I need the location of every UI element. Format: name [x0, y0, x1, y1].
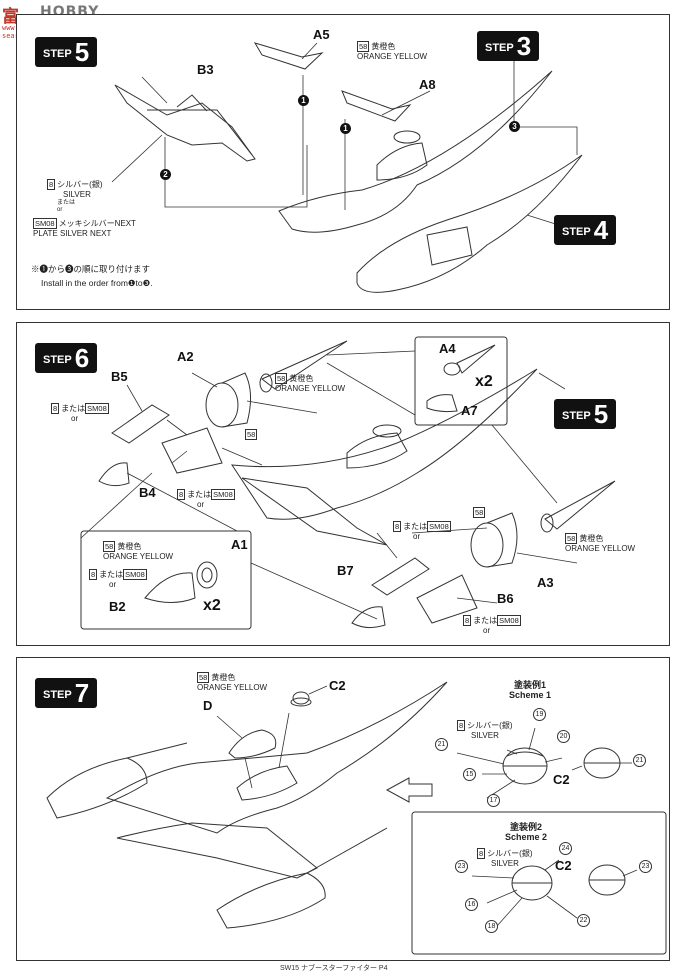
- step-3-badge: STEP 3: [477, 31, 540, 61]
- order-marker-1b: 1: [340, 123, 351, 134]
- part-a2-label: A2: [177, 349, 194, 364]
- scheme-2-title: 塗装例2 Scheme 2: [505, 822, 548, 843]
- step-7-badge: STEP 7: [35, 678, 98, 708]
- part-d-label: D: [203, 698, 213, 713]
- scheme-2-c2-label: C2: [555, 858, 572, 873]
- order-marker-1: 1: [298, 95, 309, 106]
- decal-23-left: 23: [455, 860, 468, 873]
- part-a3-label: A3: [537, 575, 554, 590]
- decal-20: 20: [557, 730, 570, 743]
- qty-x2-a1: x2: [203, 597, 221, 614]
- step-7-diagram: [46, 681, 667, 955]
- page-footer: SW15 ナブースターファイター P4: [280, 965, 388, 972]
- decal-15: 15: [463, 768, 476, 781]
- decal-18: 18: [485, 920, 498, 933]
- a2-code-58: 58: [245, 429, 258, 440]
- decal-22: 22: [577, 914, 590, 927]
- a3-code-58: 58: [473, 507, 486, 518]
- step-6-diagram: [80, 336, 616, 630]
- or-text: または or: [57, 200, 76, 213]
- step-4-badge: STEP 4: [554, 215, 617, 245]
- step-5-badge: STEP 5: [35, 37, 98, 67]
- order-marker-3: 3: [509, 121, 520, 132]
- part-a1-label: A1: [231, 537, 248, 552]
- part-b5-label: B5: [111, 369, 128, 384]
- install-note-ja: ※❶から❸の順に取り付けます: [31, 264, 151, 274]
- step-6-panel: STEP 6 STEP 5 A2 B5 B4 A4 A7 x2 A1 B2 x2…: [16, 322, 670, 646]
- step-5-diagram: [111, 42, 583, 293]
- part-c2-label: C2: [329, 678, 346, 693]
- decal-24: 24: [559, 842, 572, 855]
- part-b2-label: B2: [109, 599, 126, 614]
- part-a5-label: A5: [313, 27, 330, 42]
- decal-19: 19: [533, 708, 546, 721]
- step-5-ref-badge: STEP 5: [554, 399, 617, 429]
- install-note-en: Install in the order from❶to❸.: [41, 278, 153, 288]
- step-6-badge: STEP 6: [35, 343, 98, 373]
- watermark-logo: 富: [2, 7, 19, 27]
- scheme-1-c2-label: C2: [553, 772, 570, 787]
- part-b7-label: B7: [337, 563, 354, 578]
- decal-21-right: 21: [633, 754, 646, 767]
- part-b4-label: B4: [139, 485, 156, 500]
- part-b3-label: B3: [197, 62, 214, 77]
- part-a8-label: A8: [419, 77, 436, 92]
- qty-x2-a4: x2: [475, 373, 493, 390]
- part-b6-label: B6: [497, 591, 514, 606]
- part-a7-label: A7: [461, 403, 478, 418]
- decal-23-right: 23: [639, 860, 652, 873]
- decal-17: 17: [487, 794, 500, 807]
- part-a4-label: A4: [439, 341, 456, 356]
- decal-21-left: 21: [435, 738, 448, 751]
- scheme-1-title: 塗装例1 Scheme 1: [509, 680, 552, 701]
- decal-16: 16: [465, 898, 478, 911]
- order-marker-2: 2: [160, 169, 171, 180]
